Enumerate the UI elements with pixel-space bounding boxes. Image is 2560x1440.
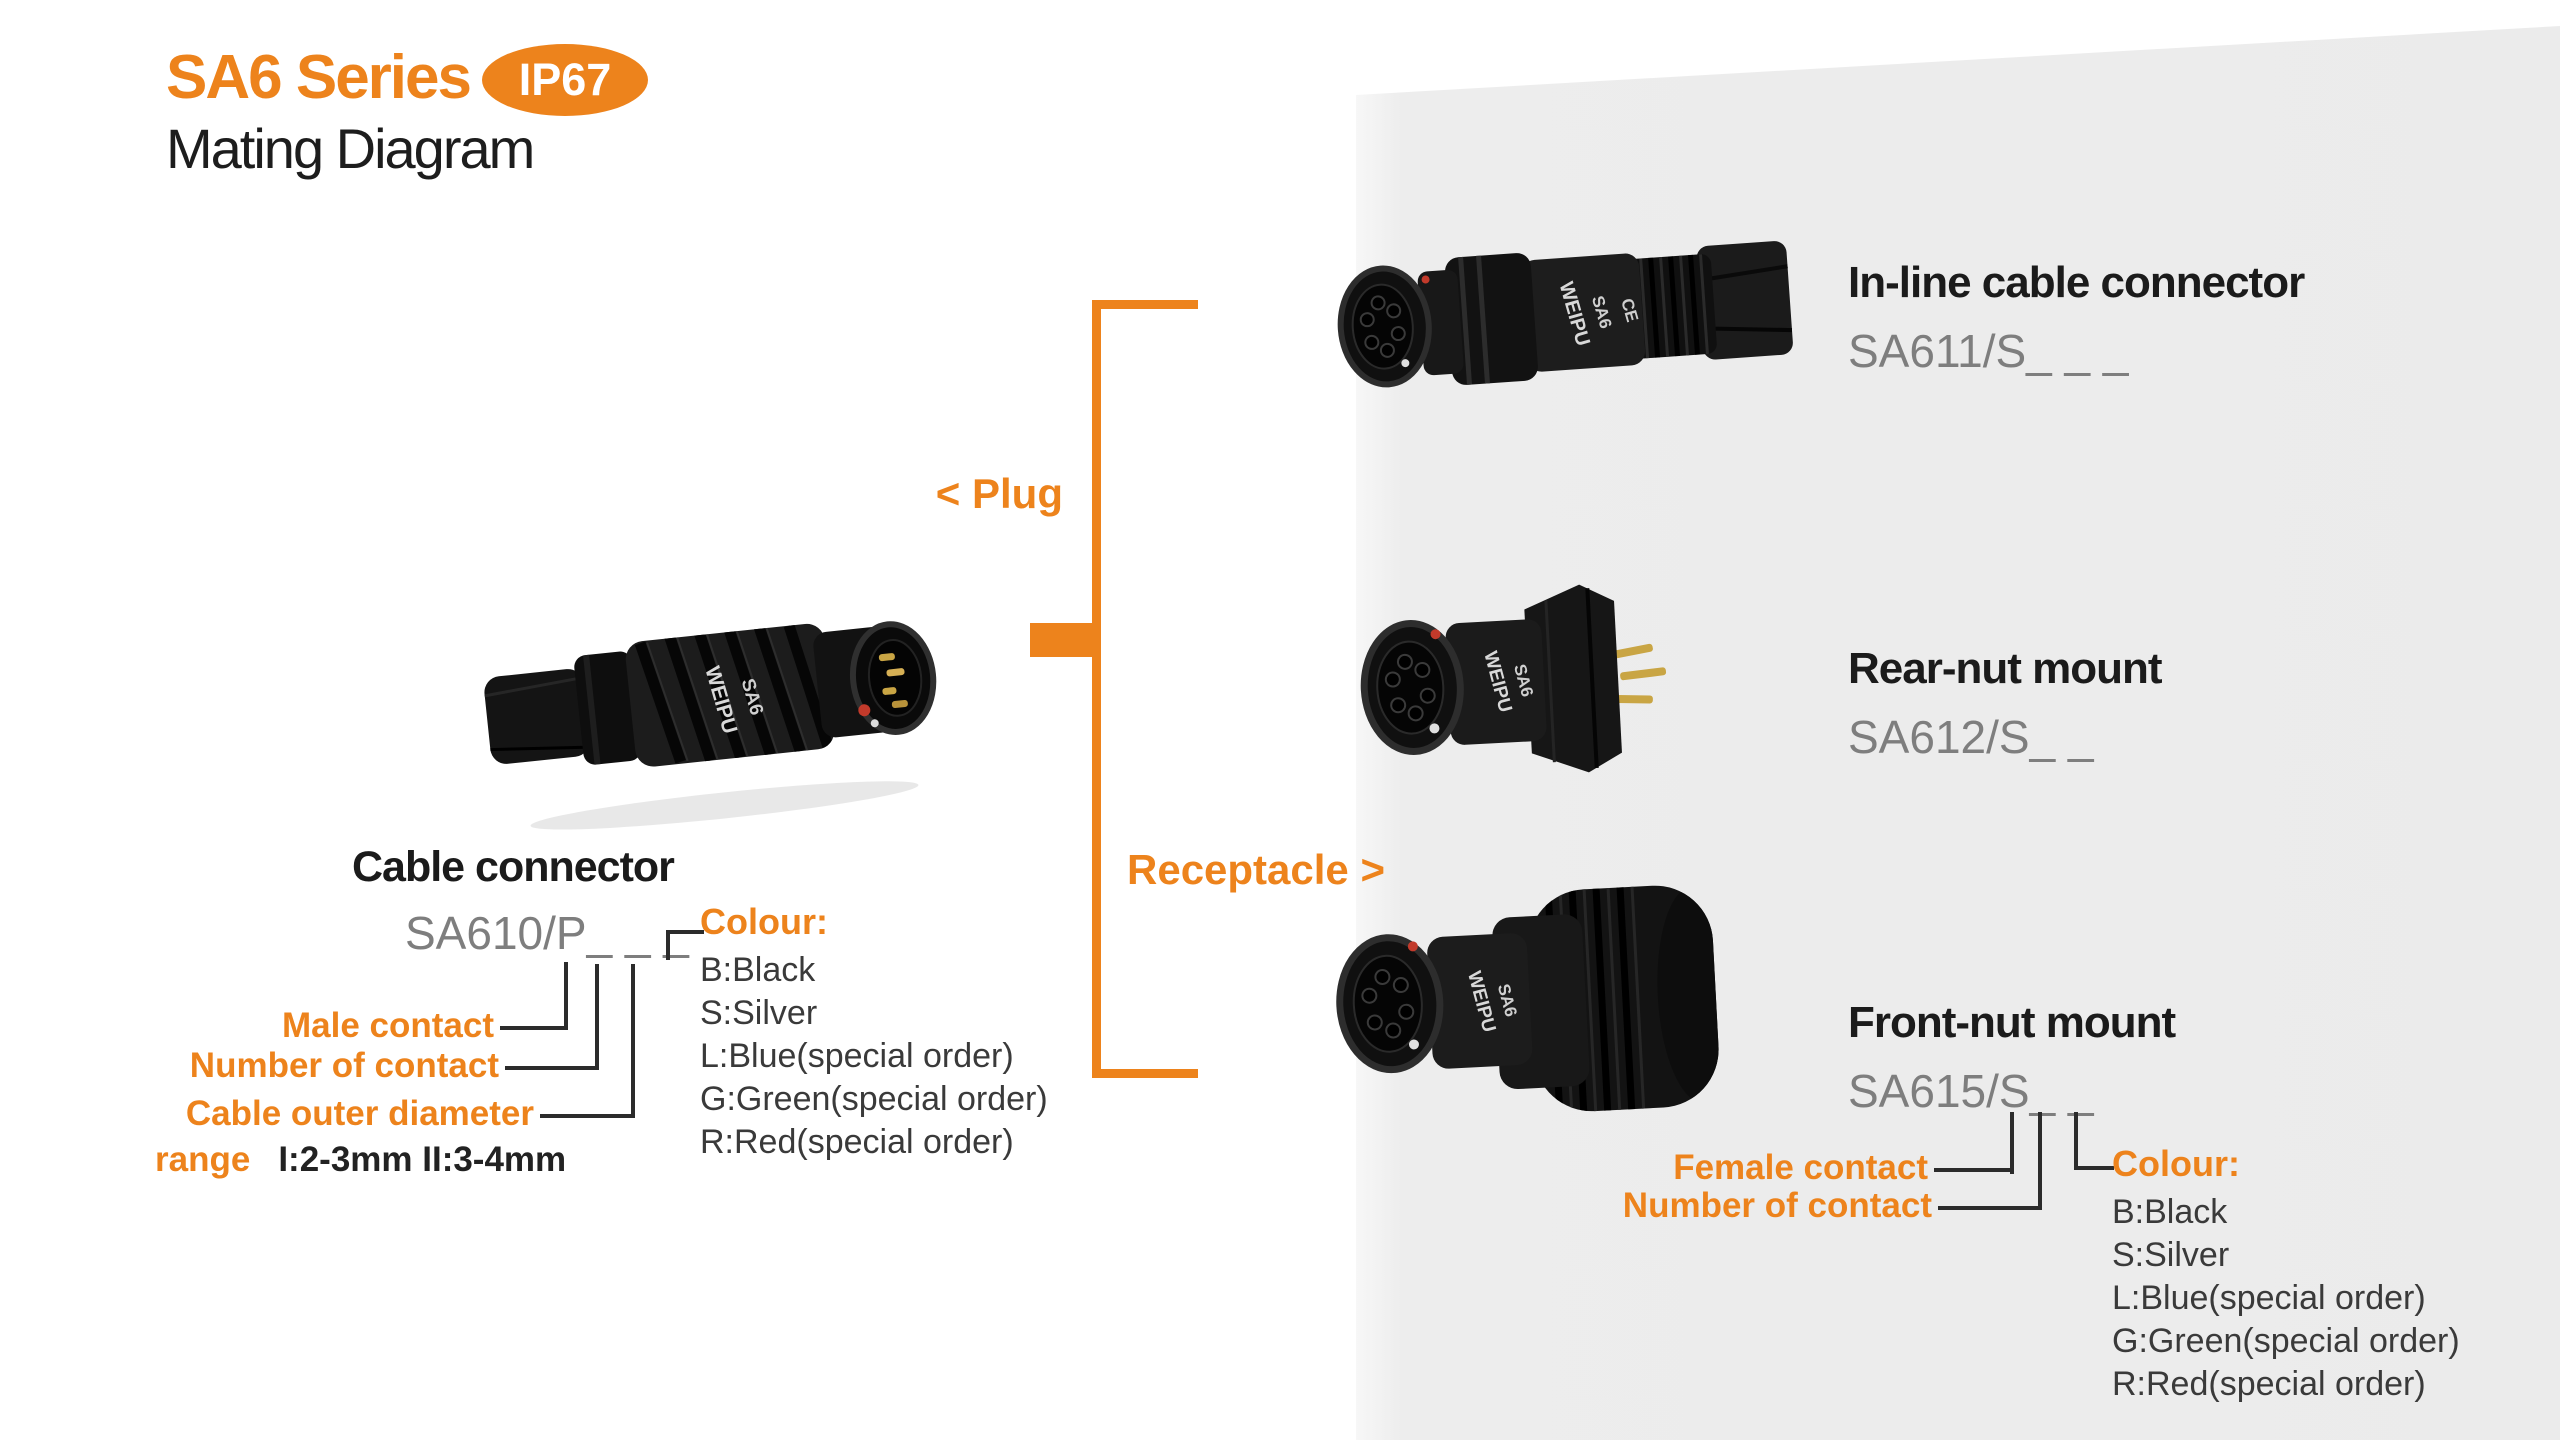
male-contact-label: Male contact bbox=[282, 1006, 494, 1045]
range-label: range bbox=[155, 1140, 251, 1179]
leader-cable-od-h bbox=[540, 1114, 635, 1118]
bracket-plug-nub bbox=[1030, 623, 1094, 657]
leader-male-contact-v bbox=[564, 962, 568, 1030]
colour-option: S:Silver bbox=[700, 994, 818, 1032]
leader-colour-right-h bbox=[2074, 1166, 2114, 1170]
rear-nut-receptacle-photo: WEIPU SA6 bbox=[1347, 564, 1688, 796]
range-values: I:2-3mm II:3-4mm bbox=[278, 1140, 567, 1179]
leader-cable-od-v bbox=[631, 964, 635, 1118]
leader-number-contact-v bbox=[595, 964, 599, 1070]
colour-option: G:Green(special order) bbox=[2112, 1322, 2460, 1360]
colour-legend-receptacle: Colour: B:Black S:Silver L:Blue(special … bbox=[2112, 1143, 2460, 1406]
inline-connector-name: In-line cable connector bbox=[1848, 258, 2305, 307]
colour-option: R:Red(special order) bbox=[700, 1123, 1014, 1161]
inline-connector-photo: WEIPU SA6 CE bbox=[1322, 196, 1804, 423]
leader-colour-left-v bbox=[666, 934, 670, 960]
solder-pins bbox=[1613, 643, 1667, 704]
colour-legend-plug: Colour: B:Black S:Silver L:Blue(special … bbox=[700, 901, 1048, 1164]
female-contact-label: Female contact bbox=[1673, 1148, 1928, 1187]
leader-number-contact2-v bbox=[2038, 1112, 2042, 1210]
colour-legend-title: Colour: bbox=[2112, 1143, 2240, 1184]
red-index-dot bbox=[1421, 275, 1430, 284]
colour-option: S:Silver bbox=[2112, 1236, 2230, 1274]
colour-option: B:Black bbox=[700, 951, 816, 989]
red-index-dot bbox=[1407, 941, 1418, 952]
female-socket-holes bbox=[1359, 295, 1406, 358]
leader-number-contact-h bbox=[505, 1066, 599, 1070]
page-title: SA6 Series bbox=[166, 43, 472, 112]
leader-male-contact-h bbox=[500, 1026, 568, 1030]
female-socket-holes bbox=[1361, 969, 1415, 1039]
cable-od-range-line: range I:2-3mm II:3-4mm bbox=[155, 1140, 566, 1180]
leader-female-contact-v bbox=[2010, 1112, 2014, 1174]
red-index-dot bbox=[858, 704, 871, 717]
leader-number-contact2-h bbox=[1938, 1206, 2042, 1210]
leader-female-contact-h bbox=[1934, 1168, 2014, 1172]
leader-colour-left-h bbox=[666, 930, 704, 934]
front-nut-name: Front-nut mount bbox=[1848, 998, 2176, 1047]
rear-nut-name: Rear-nut mount bbox=[1848, 644, 2163, 693]
bracket-bottom-arm bbox=[1092, 1069, 1198, 1078]
colour-option: R:Red(special order) bbox=[2112, 1365, 2426, 1403]
cable-plug-photo: WEIPU SA6 bbox=[466, 542, 961, 850]
inline-connector-part-number: SA611/S_ _ _ bbox=[1848, 325, 2129, 377]
cable-connector-part-number: SA610/P_ _ _ bbox=[405, 907, 689, 959]
male-pins bbox=[878, 653, 908, 709]
cable-outer-diameter-label: Cable outer diameter bbox=[185, 1094, 534, 1133]
colour-option: G:Green(special order) bbox=[700, 1080, 1048, 1118]
bracket-vertical-line bbox=[1092, 300, 1101, 1078]
front-nut-receptacle-photo: WEIPU SA6 bbox=[1320, 865, 1753, 1142]
receptacle-marker-label: Receptacle > bbox=[1127, 846, 1385, 893]
female-socket-holes bbox=[1384, 653, 1436, 722]
page-subtitle: Mating Diagram bbox=[166, 117, 535, 180]
cable-connector-name: Cable connector bbox=[352, 843, 675, 891]
red-index-dot bbox=[1430, 629, 1441, 640]
number-of-contact-label-right: Number of contact bbox=[1622, 1186, 1932, 1225]
colour-option: L:Blue(special order) bbox=[700, 1037, 1014, 1075]
colour-option: B:Black bbox=[2112, 1193, 2228, 1231]
bracket-top-arm bbox=[1092, 300, 1198, 309]
colour-option: L:Blue(special order) bbox=[2112, 1279, 2426, 1317]
ip67-badge-label: IP67 bbox=[518, 54, 612, 105]
plug-marker-label: < Plug bbox=[935, 470, 1063, 517]
leader-colour-right-v bbox=[2074, 1112, 2078, 1170]
ip67-badge: IP67 bbox=[482, 44, 648, 116]
number-of-contact-label: Number of contact bbox=[189, 1046, 499, 1085]
colour-legend-title: Colour: bbox=[700, 901, 828, 942]
rear-nut-part-number: SA612/S_ _ bbox=[1848, 711, 2094, 763]
front-nut-part-number: SA615/S_ _ bbox=[1848, 1065, 2094, 1117]
